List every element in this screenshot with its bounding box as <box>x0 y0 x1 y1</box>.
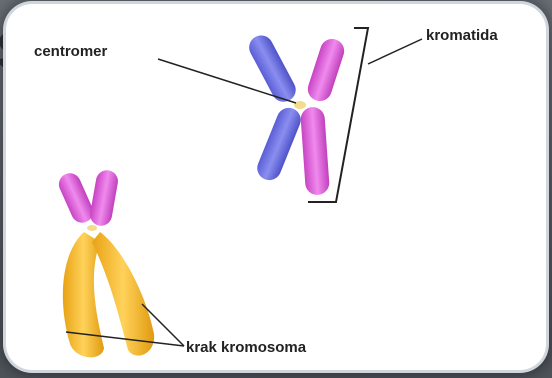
label-centromer: centromer <box>34 43 108 60</box>
chromatid-magenta-right-top <box>88 169 119 228</box>
metaphase-chromosome <box>245 31 347 196</box>
chromatid-magenta-left-top <box>55 170 96 226</box>
label-krak-kromosoma: krak kromosoma <box>186 339 307 356</box>
chromatid-blue-lower <box>254 104 305 183</box>
chromatid-magenta-upper <box>305 36 348 104</box>
centromere-lower <box>87 225 97 231</box>
chromatid-magenta-lower <box>300 106 330 195</box>
chromosome-diagram: centromer kromatida krak kromosoma <box>6 4 546 370</box>
anaphase-chromosome <box>55 169 154 358</box>
label-kromatida: kromatida <box>426 27 498 44</box>
diagram-card: centromer kromatida krak kromosoma <box>6 4 546 370</box>
kromatida-leader-line <box>368 39 422 64</box>
